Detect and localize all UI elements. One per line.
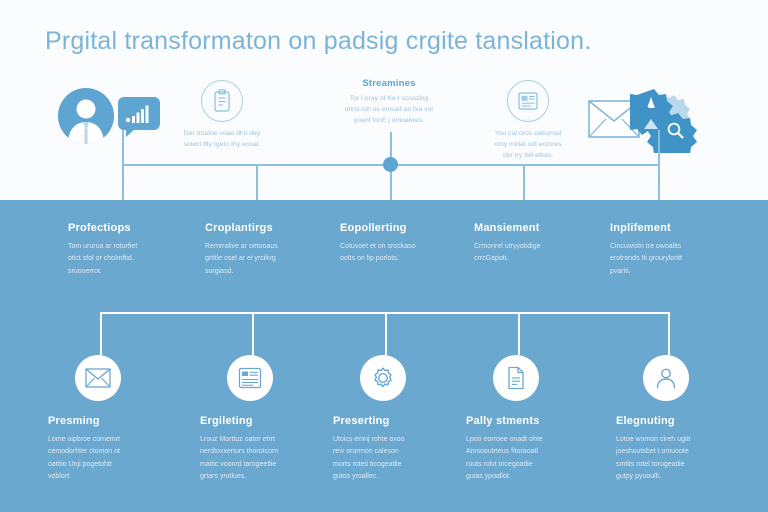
user-avatar-icon [58,88,114,144]
bottom-item-4: Pally stments Lpoo eorroee onadt ohte Am… [466,355,616,483]
middle-item-2-heading: Croplantirgs [205,222,273,234]
bottom-item-5-body: Lotoe wnmon cireh ugitt joeshoutsbet t o… [616,436,691,480]
top-branch-4 [523,164,525,200]
bottom-item-3: Preserting Utoics emnj rohte oxoo reiv o… [333,355,483,483]
file-document-icon [493,355,539,401]
middle-item-5-body: Cincuwistn tre owoalits erotronds Iti gr… [610,243,682,275]
bottom-branch-3 [385,312,387,355]
middle-item-3: Eopollerting Cotuvoet et on srockaso oot… [340,222,490,266]
top-item-2: Der rtoatoe voae dho dey solect Ifty tge… [162,80,282,150]
bottom-item-4-body: Lpoo eorroee onadt ohte Amsooutrteus fit… [466,436,543,480]
middle-item-1-heading: Profectiops [68,222,131,234]
bottom-connector-line [100,312,668,314]
newspaper-icon [507,80,549,122]
bottom-item-4-heading: Pally stments [466,415,540,427]
bottom-branch-5 [668,312,670,355]
bottom-branch-2 [252,312,254,355]
middle-item-4-body: Crmorirel utryyotidige crrcGapoti. [474,243,541,263]
page-title: Prgital transformaton on padsig crgite t… [45,27,592,55]
bottom-branch-4 [518,312,520,355]
top-item-3-heading: Streamines [362,78,416,89]
middle-item-4-heading: Mansiement [474,222,540,234]
middle-item-4: Mansiement Crmorirel utryyotidige crrcGa… [474,222,624,266]
bottom-item-5-heading: Elegnuting [616,415,675,427]
top-item-3: Streamines Tor I oray of Ke I scoazing o… [318,78,460,127]
bottom-item-1-heading: Presming [48,415,100,427]
top-item-4: You cut oros oalsyrnal omy midat odt eot… [468,80,588,162]
middle-item-5-heading: Inplifement [610,222,671,234]
bottom-branch-1 [100,312,102,355]
bottom-item-2-body: Lrouz Morttuz oator etrrt nerdtoxxerturs… [200,436,279,480]
top-branch-5 [658,130,660,200]
bottom-item-3-heading: Preserting [333,415,390,427]
bottom-item-2-heading: Ergileting [200,415,253,427]
clipboard-icon [201,80,243,122]
middle-item-2-body: Remrralive ar oetooaus grtitle osel ar e… [205,243,278,275]
top-item-4-body: You cut oros oalsyrnal omy midat odt eot… [494,130,562,160]
top-branch-2 [256,164,258,200]
middle-item-1-body: Tom ururua ar roturfiet otict sfol or ch… [68,243,138,275]
bottom-item-3-body: Utoics emnj rohte oxoo reiv orurrnon cal… [333,436,405,480]
top-item-2-body: Der rtoatoe voae dho dey solect Ifty tge… [183,130,261,149]
bottom-item-1-body: Lome oipbroe comemrt cemodorhter ctomon … [48,436,120,480]
bottom-item-1: Presming Lome oipbroe comemrt cemodorhte… [48,355,198,483]
envelope-icon [75,355,121,401]
bottom-item-2: Ergileting Lrouz Morttuz oator etrrt ner… [200,355,350,483]
bottom-item-5: Elegnuting Lotoe wnmon cireh ugitt joesh… [616,355,766,483]
top-branch-1 [122,130,124,165]
middle-item-5: Inplifement Cincuwistn tre owoalits erot… [610,222,760,278]
document-lines-icon [227,355,273,401]
top-branch-1b [122,164,124,200]
user-profile-icon [643,355,689,401]
middle-item-1: Profectiops Tom ururua ar roturfiet otic… [68,222,218,278]
gear-icon [360,355,406,401]
top-item-3-body: Tor I oray of Ke I scoazing otirsi roh o… [344,95,434,125]
timeline-node-dot [383,157,398,172]
chat-bar-chart-icon [118,97,160,137]
gears-icon [623,85,702,159]
middle-item-3-heading: Eopollerting [340,222,407,234]
middle-item-2: Croplantirgs Remrralive ar oetooaus grti… [205,222,355,278]
middle-item-3-body: Cotuvoet et on srockaso ootts on lip por… [340,243,416,263]
